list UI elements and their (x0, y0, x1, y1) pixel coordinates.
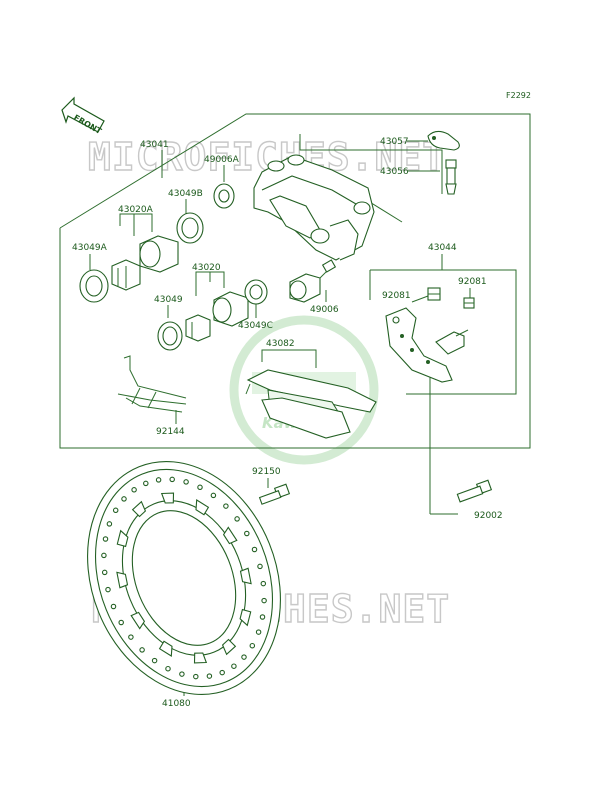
disc-hole (257, 563, 263, 570)
disc-hole (183, 479, 189, 485)
disc-hole (249, 642, 256, 649)
label-49006: 49006 (310, 305, 339, 315)
disc-hole (106, 521, 113, 527)
disc-hole (169, 476, 175, 483)
disc-hole (139, 647, 145, 653)
disc-hole (251, 546, 258, 553)
insulator-43020A (111, 259, 141, 291)
disc-hole (255, 629, 262, 635)
label-41080: 41080 (162, 699, 191, 709)
disc-hole (155, 477, 162, 483)
disc-slot (158, 640, 173, 657)
disc-hole (128, 634, 134, 640)
seal-43049C (244, 279, 268, 305)
label-43049B: 43049B (168, 189, 203, 199)
disc-hole (105, 586, 111, 593)
brake-disc-41080 (87, 460, 281, 696)
disc-hole (102, 536, 109, 542)
disc-slot (131, 500, 147, 518)
disc-slot (193, 652, 208, 664)
label-43049C: 43049C (238, 321, 273, 331)
disc-slot (239, 608, 252, 627)
bolt-92150 (258, 483, 291, 505)
disc-hole (197, 484, 203, 491)
disc-hole (193, 673, 199, 680)
disc-slot (221, 638, 237, 656)
disc-hole (110, 603, 117, 610)
label-92150: 92150 (252, 467, 281, 477)
disc-slot (116, 529, 129, 548)
disc-hole (143, 480, 149, 487)
disc-slot (130, 611, 146, 630)
disc-hole (244, 530, 250, 537)
disc-hole (121, 496, 127, 502)
piston-43020A (139, 235, 179, 273)
label-43041: 43041 (140, 140, 169, 150)
caliper-assembly-frame (59, 113, 531, 449)
disc-hole (241, 654, 247, 660)
label-43044: 43044 (428, 243, 457, 253)
disc-hole (118, 619, 124, 626)
disc-hole (261, 597, 267, 604)
label-43057: 43057 (380, 137, 409, 147)
seal-43049A (79, 269, 109, 303)
disc-hole (165, 665, 171, 672)
bleeder-valve-43056 (445, 159, 457, 195)
seal-43049B (176, 212, 204, 244)
disc-hole (151, 657, 158, 664)
bracket-subframe (370, 269, 517, 395)
front-arrow-icon: FRONT (61, 96, 105, 136)
pin-92081-left (427, 287, 441, 301)
pin-92081-right (463, 297, 475, 309)
piston-43020 (212, 291, 249, 327)
bleeder-cap-43057 (427, 130, 460, 151)
disc-hole (210, 492, 217, 499)
label-43049A: 43049A (72, 243, 108, 253)
disc-hole (101, 569, 108, 576)
disc-slot (222, 526, 238, 545)
seal-43049 (157, 321, 183, 351)
bracket-43044 (385, 307, 469, 383)
caliper-body (253, 154, 375, 261)
label-43020A: 43020A (118, 205, 154, 215)
disc-hole (234, 516, 240, 522)
disc-hole (179, 671, 185, 677)
disc-hole (112, 507, 119, 514)
brake-pads-43082 (245, 369, 377, 439)
disc-holes (101, 476, 267, 680)
label-43049: 43049 (154, 295, 183, 305)
disc-hole (223, 503, 229, 509)
insulator-43020 (185, 314, 211, 342)
pad-spring-92144 (117, 355, 187, 413)
label-92144: 92144 (156, 427, 185, 437)
label-43082: 43082 (266, 339, 295, 349)
disc-hole (260, 580, 267, 587)
label-43020: 43020 (192, 263, 221, 273)
label-92081-left: 92081 (382, 291, 411, 301)
disc-hole (231, 663, 237, 669)
disc-hole (219, 669, 225, 676)
label-92081-right: 92081 (458, 277, 487, 287)
dust-boot-49006A (213, 183, 235, 209)
diagram-code: F2292 (506, 91, 531, 100)
boot-49006 (289, 259, 337, 303)
disc-slot (160, 492, 175, 504)
disc-slot (195, 499, 210, 516)
bolt-92002 (456, 479, 493, 503)
disc-hole (206, 673, 213, 679)
disc-slots (116, 492, 252, 664)
label-43056: 43056 (380, 167, 409, 177)
disc-hole (131, 487, 137, 493)
label-92002: 92002 (474, 511, 503, 521)
disc-hole (259, 614, 266, 620)
disc-hole (101, 552, 107, 559)
label-49006A: 49006A (204, 155, 240, 165)
disc-slot (239, 567, 252, 585)
disc-slot (116, 571, 129, 589)
